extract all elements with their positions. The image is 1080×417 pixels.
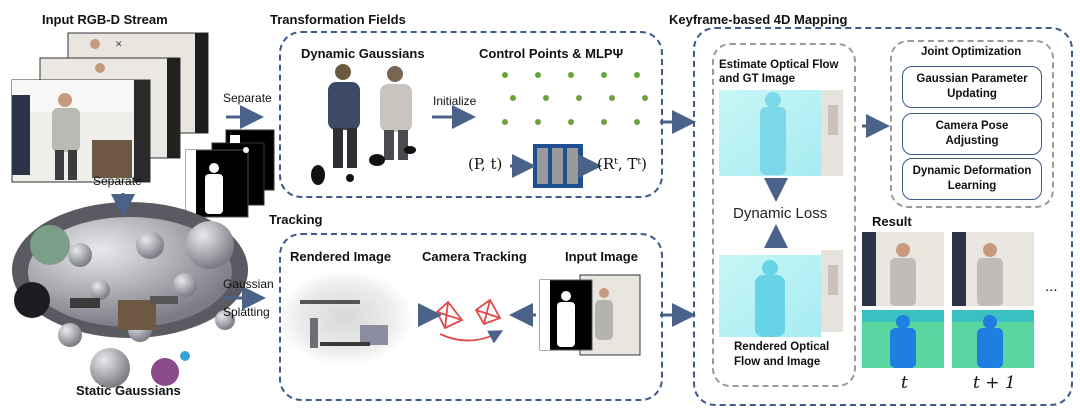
tracking-panel bbox=[279, 233, 663, 401]
rendered-image-label: Rendered Image bbox=[290, 249, 392, 264]
joint-optimization-label: Joint Optimization bbox=[921, 46, 1022, 58]
control-point bbox=[535, 119, 541, 125]
control-point bbox=[502, 72, 508, 78]
control-point bbox=[609, 95, 615, 101]
control-points-label: Control Points & MLPΨ bbox=[479, 46, 624, 61]
mlp-block bbox=[533, 144, 583, 188]
result-grid bbox=[862, 232, 1034, 368]
tracking-title: Tracking bbox=[269, 212, 323, 227]
camera-pose-line2: Adjusting bbox=[945, 135, 999, 147]
transformation-fields-panel bbox=[279, 31, 663, 198]
control-point bbox=[502, 119, 508, 125]
camera-tracking-label: Camera Tracking bbox=[422, 249, 527, 264]
camera-pose-line1: Camera Pose bbox=[935, 120, 1009, 132]
time-t1-label: t + 1 bbox=[973, 373, 1016, 393]
svg-text:✕: ✕ bbox=[115, 39, 123, 49]
formula-output: (Rᵗ, Tᵗ) bbox=[597, 155, 647, 173]
gaussian-parameter-line1: Gaussian Parameter bbox=[916, 73, 1028, 85]
dynamic-loss-label: Dynamic Loss bbox=[733, 205, 828, 222]
control-point bbox=[535, 72, 541, 78]
control-point bbox=[642, 95, 648, 101]
separate-down-label: Separate bbox=[93, 174, 142, 188]
flow-arrows bbox=[111, 105, 890, 327]
estimate-flow-label-1: Estimate Optical Flow bbox=[719, 59, 839, 71]
camera-tracking-icons bbox=[435, 298, 504, 344]
dynamic-gaussians-label: Dynamic Gaussians bbox=[301, 46, 425, 61]
rendered-image-blur bbox=[277, 270, 413, 366]
gaussian-label: Gaussian bbox=[223, 277, 274, 291]
static-gaussians-title: Static Gaussians bbox=[76, 383, 181, 398]
control-point bbox=[543, 95, 549, 101]
depth-masks bbox=[185, 129, 275, 218]
control-point bbox=[601, 119, 607, 125]
formula-input: (P, t) bbox=[468, 155, 503, 173]
input-frames: ✕ bbox=[11, 32, 209, 183]
control-point bbox=[510, 95, 516, 101]
control-point bbox=[568, 72, 574, 78]
estimated-flow-image bbox=[719, 90, 843, 176]
result-ellipsis: ... bbox=[1045, 278, 1058, 295]
time-t-label: t bbox=[901, 373, 908, 393]
dynamic-deformation-line1: Dynamic Deformation bbox=[912, 165, 1032, 177]
rendered-flow-image bbox=[719, 250, 843, 337]
control-points-grid bbox=[502, 72, 648, 125]
estimate-flow-label-2: and GT Image bbox=[719, 73, 796, 85]
control-point bbox=[601, 72, 607, 78]
input-stream-title: Input RGB-D Stream bbox=[42, 12, 168, 27]
rendered-flow-label-1: Rendered Optical bbox=[734, 341, 830, 353]
initialize-label: Initialize bbox=[433, 94, 477, 108]
rendered-flow-label-2: Flow and Image bbox=[734, 356, 821, 368]
dynamic-deformation-line2: Learning bbox=[947, 180, 997, 192]
control-point bbox=[634, 119, 640, 125]
tracking-input-image bbox=[539, 274, 641, 356]
input-image-label: Input Image bbox=[565, 249, 638, 264]
keyframe-mapping-title: Keyframe-based 4D Mapping bbox=[669, 12, 848, 27]
gaussian-parameter-line2: Updating bbox=[947, 88, 997, 100]
control-point bbox=[576, 95, 582, 101]
result-title: Result bbox=[872, 214, 912, 229]
splatting-label: Splatting bbox=[223, 305, 270, 319]
dynamic-gaussians-figures bbox=[311, 64, 416, 185]
control-point bbox=[634, 72, 640, 78]
keyframe-mapping-panel bbox=[693, 27, 1073, 406]
static-gaussians-cloud bbox=[12, 202, 248, 388]
flow-subpanel bbox=[712, 43, 856, 387]
separate-right-label: Separate bbox=[223, 91, 272, 105]
joint-optimization-subpanel bbox=[890, 40, 1054, 208]
control-point bbox=[568, 119, 574, 125]
transformation-fields-title: Transformation Fields bbox=[270, 12, 406, 27]
